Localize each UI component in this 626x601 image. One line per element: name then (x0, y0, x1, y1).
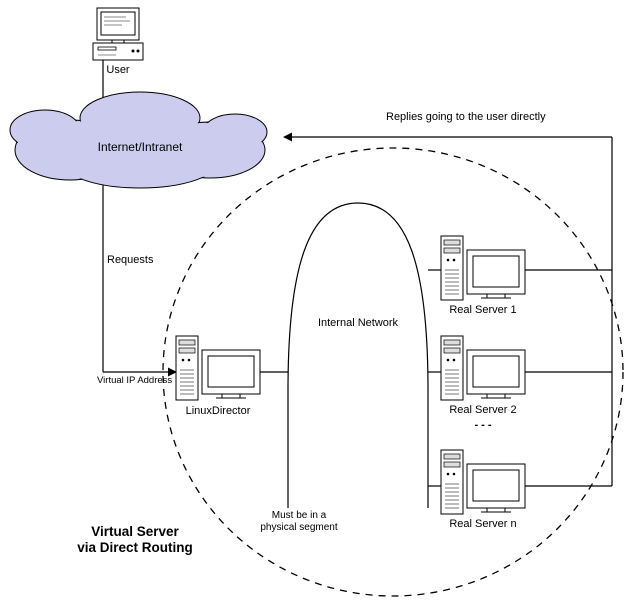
segment-note: Must be in a physical segment (249, 510, 349, 534)
real-server-1-label: Real Server 1 (449, 304, 517, 316)
diagram-title-line1: Virtual Server (91, 524, 179, 539)
user-computer-icon (92, 7, 144, 61)
segment-note-line1: Must be in a (271, 510, 327, 521)
requests-label: Requests (107, 254, 154, 266)
real-server-2-icon (440, 335, 526, 401)
director-label: LinuxDirector (185, 405, 251, 417)
internal-network-label: Internal Network (317, 317, 399, 329)
servers-ellipsis: - - - (474, 419, 492, 431)
director-server-icon (175, 335, 261, 401)
dashed-boundary (162, 147, 624, 597)
replies-line (292, 136, 613, 487)
virtual-ip-label: Virtual IP Address (97, 375, 173, 386)
replies-label: Replies going to the user directly (386, 111, 546, 123)
internal-network-arch (287, 202, 429, 508)
real-server-n-label: Real Server n (449, 518, 517, 530)
real-server-1-icon (440, 235, 526, 301)
diagram-title: Virtual Server via Direct Routing (50, 524, 220, 556)
real-server-n-icon (440, 449, 526, 515)
cloud-label: Internet/Intranet (97, 140, 183, 154)
segment-note-line2: physical segment (260, 522, 338, 533)
real-server-2-label: Real Server 2 (449, 404, 517, 416)
user-label: User (106, 64, 130, 76)
segment-stub-lines (258, 269, 442, 487)
requests-arrowhead (168, 367, 177, 377)
diagram-title-line2: via Direct Routing (77, 540, 193, 556)
internet-cloud-icon (9, 91, 268, 189)
replies-arrowhead (283, 132, 292, 142)
